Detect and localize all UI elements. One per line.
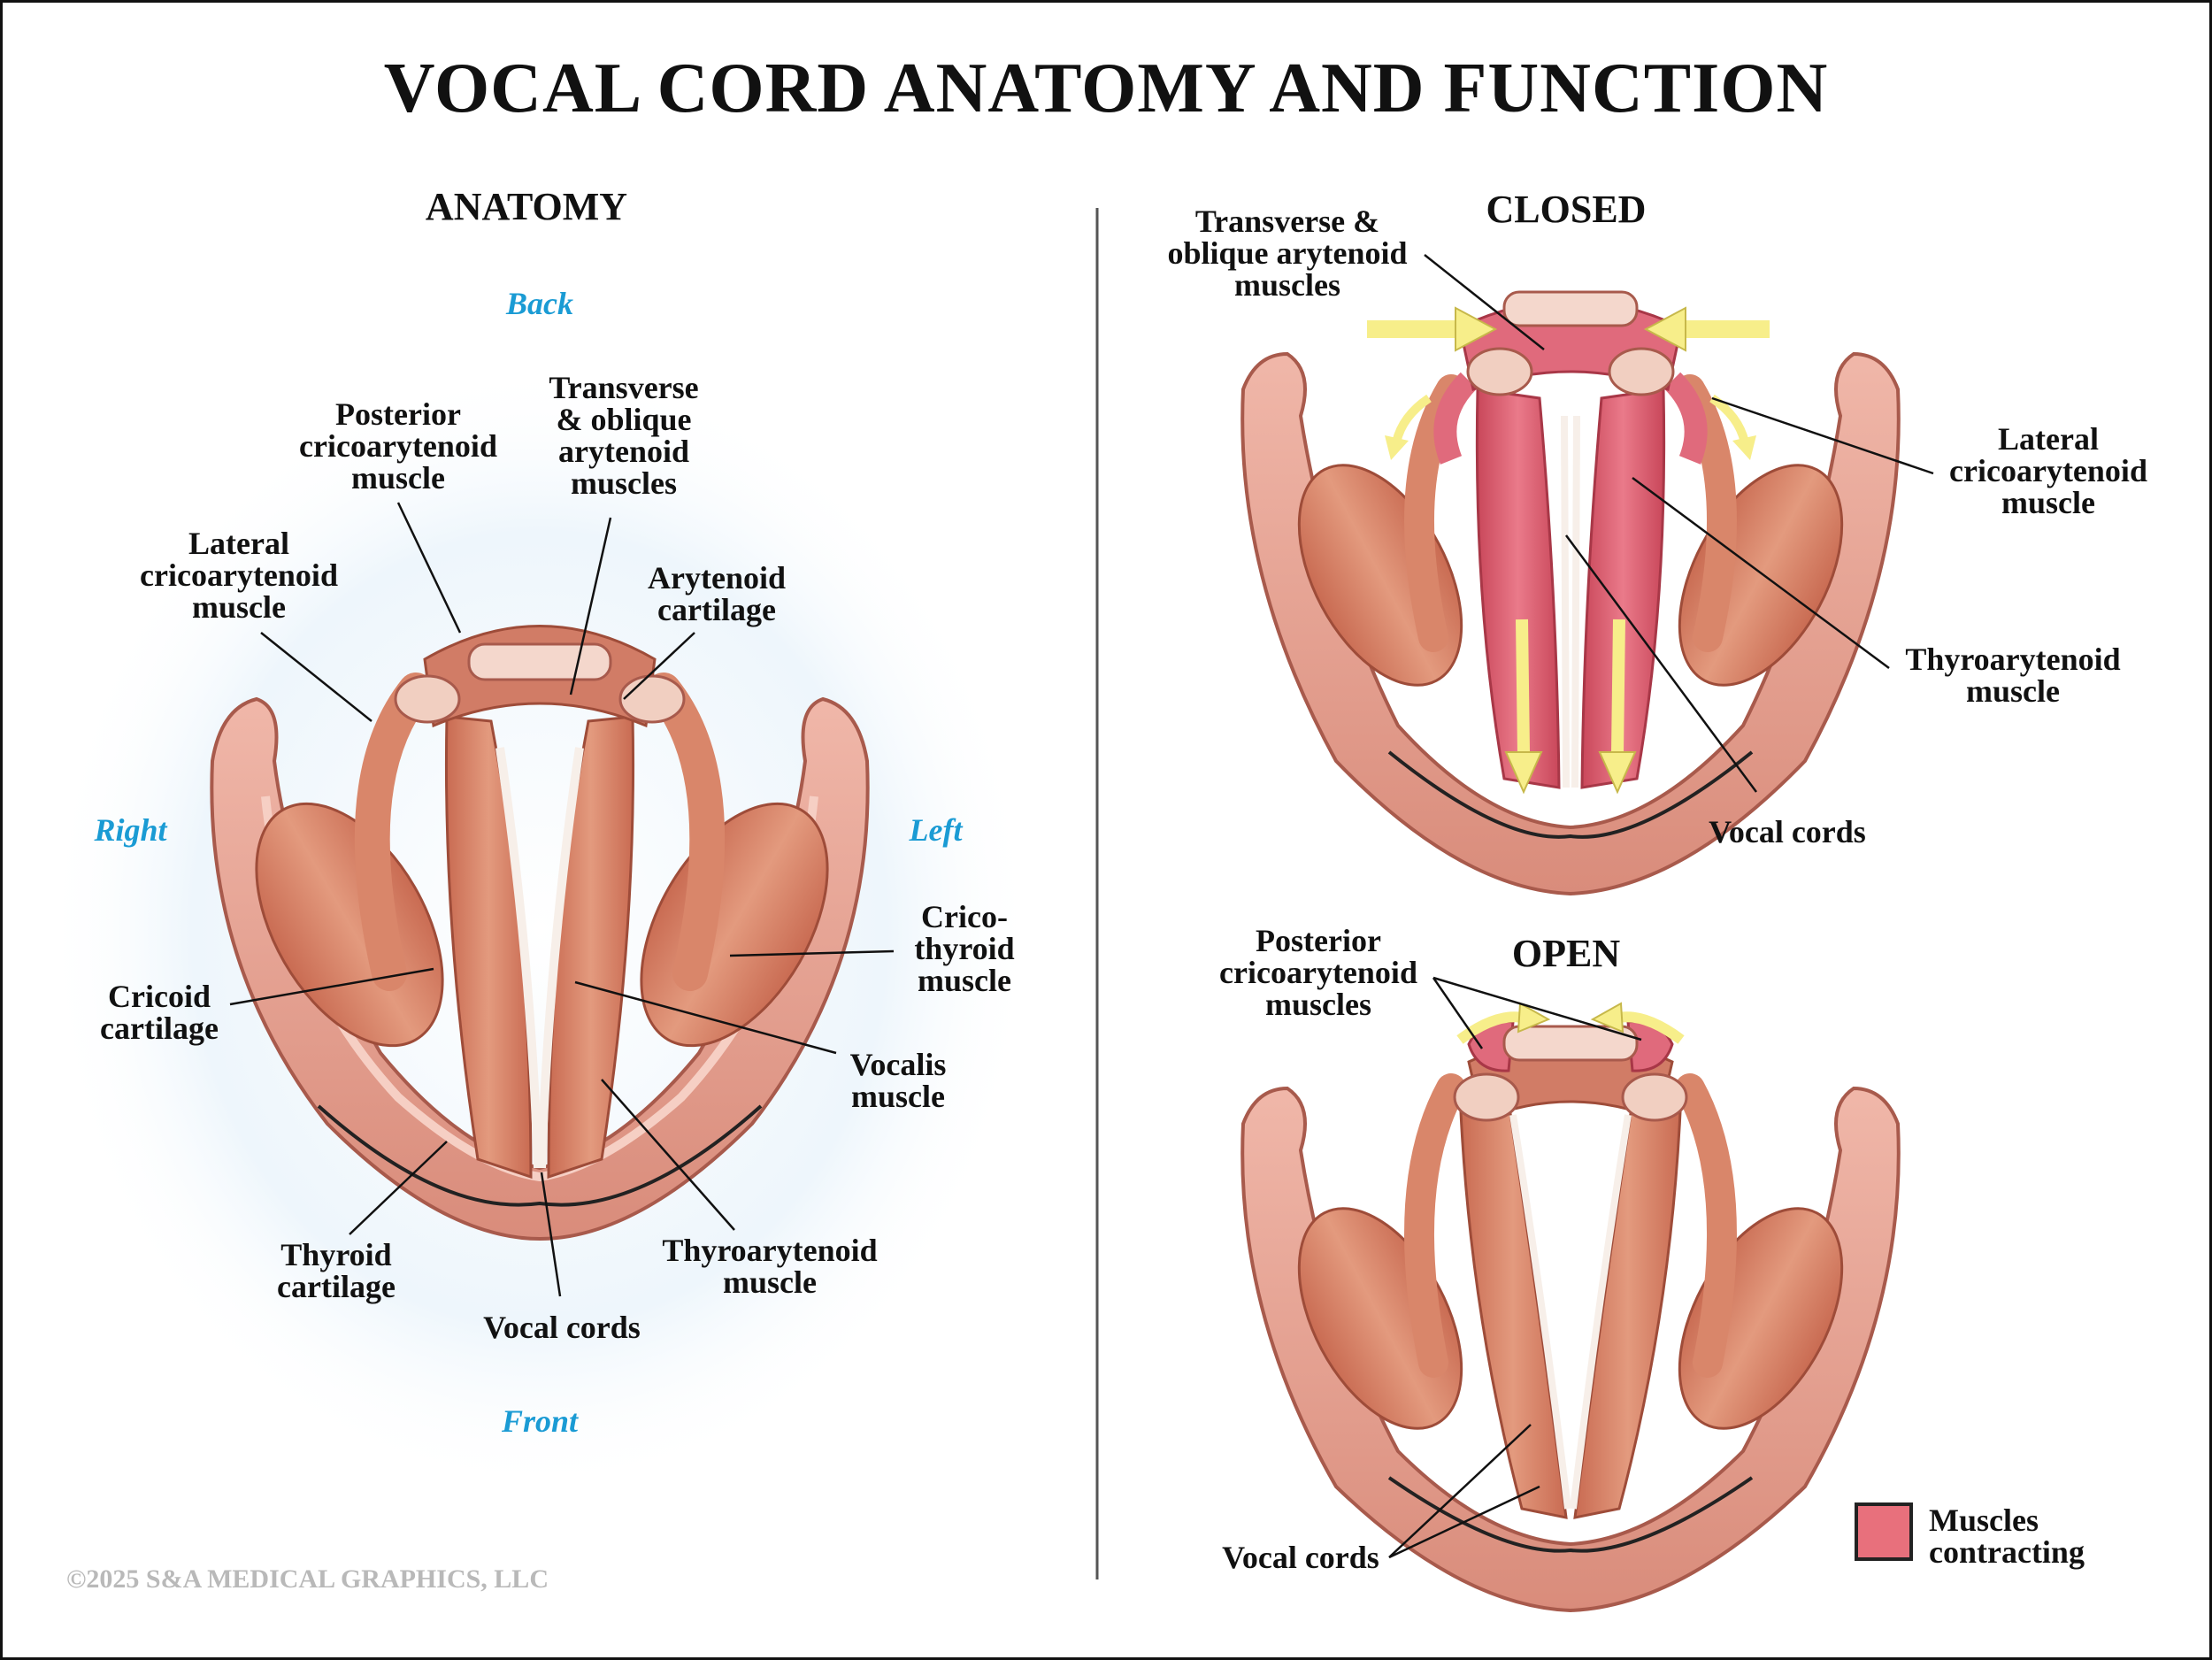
closed-label-transverse-oblique: Transverse & oblique arytenoid muscles bbox=[1167, 204, 1408, 303]
closed-label-thyroarytenoid: Thyroarytenoid muscle bbox=[1905, 642, 2121, 709]
anatomy-leader-lines bbox=[229, 502, 895, 1297]
open-leader-lines bbox=[1388, 976, 1642, 1559]
closed-leader-lines bbox=[1424, 254, 1934, 793]
closed-label-lateral-cricoarytenoid: Lateral cricoarytenoid muscle bbox=[1949, 421, 2147, 520]
open-heading: OPEN bbox=[1511, 932, 1621, 975]
copyright-notice: ©2025 S&A MEDICAL GRAPHICS, LLC bbox=[66, 1564, 549, 1594]
label-transverse-oblique: Transverse & oblique arytenoid muscles bbox=[549, 370, 699, 501]
closed-heading: CLOSED bbox=[1486, 188, 1647, 231]
label-cricoid-cartilage: Cricoid cartilage bbox=[100, 979, 219, 1046]
open-label-posterior-cricoarytenoid: Posterior cricoarytenoid muscles bbox=[1219, 923, 1417, 1022]
legend-label: Muscles contracting bbox=[1929, 1502, 2085, 1570]
open-label-vocal-cords: Vocal cords bbox=[1222, 1540, 1379, 1575]
label-arytenoid-cartilage: Arytenoid cartilage bbox=[648, 560, 786, 627]
open-larynx bbox=[1240, 1002, 1901, 1613]
direction-back: Back bbox=[506, 286, 573, 321]
direction-front: Front bbox=[501, 1403, 579, 1439]
closed-label-vocal-cords: Vocal cords bbox=[1709, 814, 1866, 849]
label-cricothyroid: Crico- thyroid muscle bbox=[914, 899, 1015, 998]
figure-title: VOCAL CORD ANATOMY AND FUNCTION bbox=[383, 50, 1829, 127]
label-vocalis: Vocalis muscle bbox=[849, 1047, 947, 1114]
label-thyroarytenoid: Thyroarytenoid muscle bbox=[662, 1233, 878, 1300]
legend-swatch bbox=[1855, 1502, 1913, 1561]
label-vocal-cords: Vocal cords bbox=[483, 1310, 641, 1345]
anatomy-larynx bbox=[44, 363, 1035, 1495]
label-thyroid-cartilage: Thyroid cartilage bbox=[277, 1237, 396, 1304]
direction-left: Left bbox=[909, 812, 963, 848]
label-lateral-cricoarytenoid: Lateral cricoarytenoid muscle bbox=[140, 526, 338, 625]
direction-right: Right bbox=[94, 812, 167, 848]
label-posterior-cricoarytenoid: Posterior cricoarytenoid muscle bbox=[299, 396, 497, 496]
anatomy-heading: ANATOMY bbox=[425, 185, 628, 228]
closed-larynx bbox=[1240, 290, 1901, 896]
